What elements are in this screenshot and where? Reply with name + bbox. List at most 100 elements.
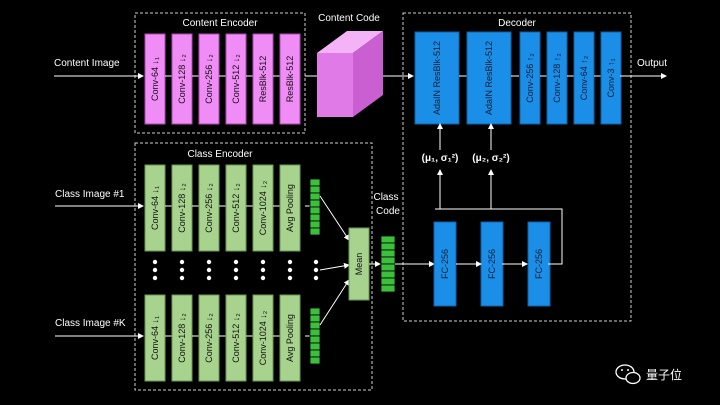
class-image-k-code-vector: [309, 307, 321, 365]
class-encoder-row-k-layer-2: Conv-128 ↓₂: [171, 294, 193, 382]
class-encoder-row-k-layer-5-box: [252, 294, 274, 382]
row-1-code-cell-3: [309, 192, 321, 201]
class-encoder-row-k-layer-3: Conv-256 ↓₂: [198, 294, 220, 382]
class-encoder-row-1-layer-3: Conv-256 ↓₂: [198, 164, 220, 252]
ellipsis-dot-4-2: [233, 267, 239, 273]
content-encoder-layer-6-box: [279, 33, 301, 125]
class-encoder-row-1-layer-5-box: [252, 164, 274, 252]
ellipsis-dot-6-1: [287, 259, 293, 265]
row-k-code-cell-8: [309, 356, 321, 365]
content-encoder-frame: [134, 12, 306, 134]
class-encoder-row-k-layer-4: Conv-512 ↓₂: [225, 294, 247, 382]
decoder-adain-blocks: AdaIN ResBlk-512 AdaIN ResBlk-512: [414, 31, 519, 125]
row-1-code-cell-8: [309, 227, 321, 236]
fc-layer-3-label: FC-256: [534, 249, 544, 279]
decoder-upconv-layer-2: Conv-128 ↑₂: [546, 31, 568, 125]
class-encoder-row-k-layer-4-label: Conv-512 ↓₂: [231, 313, 241, 363]
row-1-code-cell-4: [309, 199, 321, 208]
class-code-title-line1: Class: [373, 192, 398, 203]
fc-layer-1: FC-256: [433, 221, 457, 307]
row-k-code-cell-1: [309, 307, 321, 316]
decoder-adain-layer-1-label: AdaIN ResBlk-512: [432, 41, 442, 115]
row-1-code-cell-7: [309, 220, 321, 229]
class-encoder-row-k-layer-1-label: Conv-64 ↓₁: [150, 316, 160, 360]
content-encoder-layer-1-label: Conv-64 ↓₁: [150, 57, 160, 101]
fc-layer-3: FC-256: [527, 221, 551, 307]
row-k-code-cell-6: [309, 342, 321, 351]
decoder-adain-layer-2: AdaIN ResBlk-512: [466, 31, 512, 125]
ellipsis-dot-2-2: [179, 267, 185, 273]
class-encoder-row-1-layer-2: Conv-128 ↓₂: [171, 164, 193, 252]
ellipsis-dot-7-3: [313, 275, 319, 281]
decoder-upconv-layer-2-box: [546, 31, 568, 125]
decoder-upconv-layer-1-box: [519, 31, 541, 125]
class-image-k-label: Class Image #K: [55, 318, 126, 329]
class-encoder-row-k-layer-6: Avg Pooling: [279, 294, 301, 382]
class-encoder-row-k-layer-4-box: [225, 294, 247, 382]
content-encoder-layer-4-box: [225, 33, 247, 125]
watermark: 量子位: [615, 364, 682, 385]
fc-blocks: FC-256 FC-256 FC-256: [433, 221, 551, 307]
class-code-vector: [380, 235, 396, 293]
adain-param-1: (μ₁, σ₁²): [422, 153, 459, 164]
ellipsis-dot-5-1: [260, 259, 266, 265]
content-encoder-layer-1: Conv-64 ↓₁: [144, 33, 166, 125]
class-code-cell-2: [380, 242, 396, 251]
decoder-upconv-layer-3-label: Conv-64 ↑₂: [579, 55, 589, 100]
row-1-code-cell-6: [309, 213, 321, 222]
decoder-upconv-layer-1: Conv-256 ↑₂: [519, 31, 541, 125]
class-encoder-row-k-layer-6-label: Avg Pooling: [285, 314, 295, 362]
content-encoder-layer-6: ResBlk-512: [279, 33, 301, 125]
class-encoder-row-k-layer-5-label: Conv-1024 ↓₂: [258, 310, 268, 365]
row-k-code-cell-3: [309, 321, 321, 330]
class-encoder-row-1-layer-3-label: Conv-256 ↓₂: [204, 183, 214, 233]
decoder-title: Decoder: [498, 18, 536, 29]
content-encoder-layer-3-box: [198, 33, 220, 125]
ellipsis-dot-7-2: [313, 267, 319, 273]
content-encoder-title: Content Encoder: [182, 18, 258, 29]
class-encoder-row-1-layer-6-box: [279, 164, 301, 252]
class-encoder-row-1-layer-1-box: [144, 164, 166, 252]
content-code-front-face: [317, 53, 353, 117]
watermark-text: 量子位: [646, 367, 682, 382]
class-code-cell-6: [380, 270, 396, 279]
class-encoder-ellipsis: [152, 259, 319, 281]
rowk-to-mean-arrow: [319, 279, 350, 326]
class-code-cell-3: [380, 249, 396, 258]
row-k-code-cell-4: [309, 328, 321, 337]
class-encoder-row-1-layer-1: Conv-64 ↓₁: [144, 164, 166, 252]
ellipsis-dot-5-3: [260, 275, 266, 281]
row-1-code-cell-5: [309, 206, 321, 215]
fc-layer-2-label: FC-256: [487, 249, 497, 279]
fc-layer-1-label: FC-256: [440, 249, 450, 279]
decoder-adain-layer-2-box: [466, 31, 512, 125]
ellipsis-dot-4-1: [233, 259, 239, 265]
class-encoder-row-1-layer-4-box: [225, 164, 247, 252]
content-encoder-layer-3: Conv-256 ↓₂: [198, 33, 220, 125]
ellipsis-dot-4-3: [233, 275, 239, 281]
ellipsis-dot-1-3: [152, 275, 158, 281]
dots-to-mean-arrow: [319, 262, 350, 271]
output-label: Output: [637, 58, 667, 69]
content-encoder-layer-3-label: Conv-256 ↓₂: [204, 54, 214, 104]
class-encoder-row-1-layer-6: Avg Pooling: [279, 164, 301, 252]
class-encoder-row-k-layer-2-box: [171, 294, 193, 382]
content-encoder-layer-5-label: ResBlk-512: [258, 56, 268, 103]
class-encoder-row-1-layer-6-label: Avg Pooling: [285, 184, 295, 232]
decoder-upconv-layer-3-box: [573, 31, 595, 125]
content-encoder-layer-2: Conv-128 ↓₂: [171, 33, 193, 125]
decoder-adain-layer-1: AdaIN ResBlk-512: [414, 31, 460, 125]
class-image-1-code-vector: [309, 178, 321, 236]
content-code-cube: [317, 31, 383, 117]
class-code-cell-4: [380, 256, 396, 265]
content-image-label: Content Image: [54, 58, 120, 69]
content-code-title: Content Code: [318, 13, 380, 24]
class-encoder-title: Class Encoder: [187, 149, 253, 160]
wechat-icon: [615, 364, 641, 385]
class-encoder-frame: [134, 142, 373, 391]
row-k-code-cell-2: [309, 314, 321, 323]
class-encoder-row-1-layer-5-label: Conv-1024 ↓₂: [258, 180, 268, 235]
